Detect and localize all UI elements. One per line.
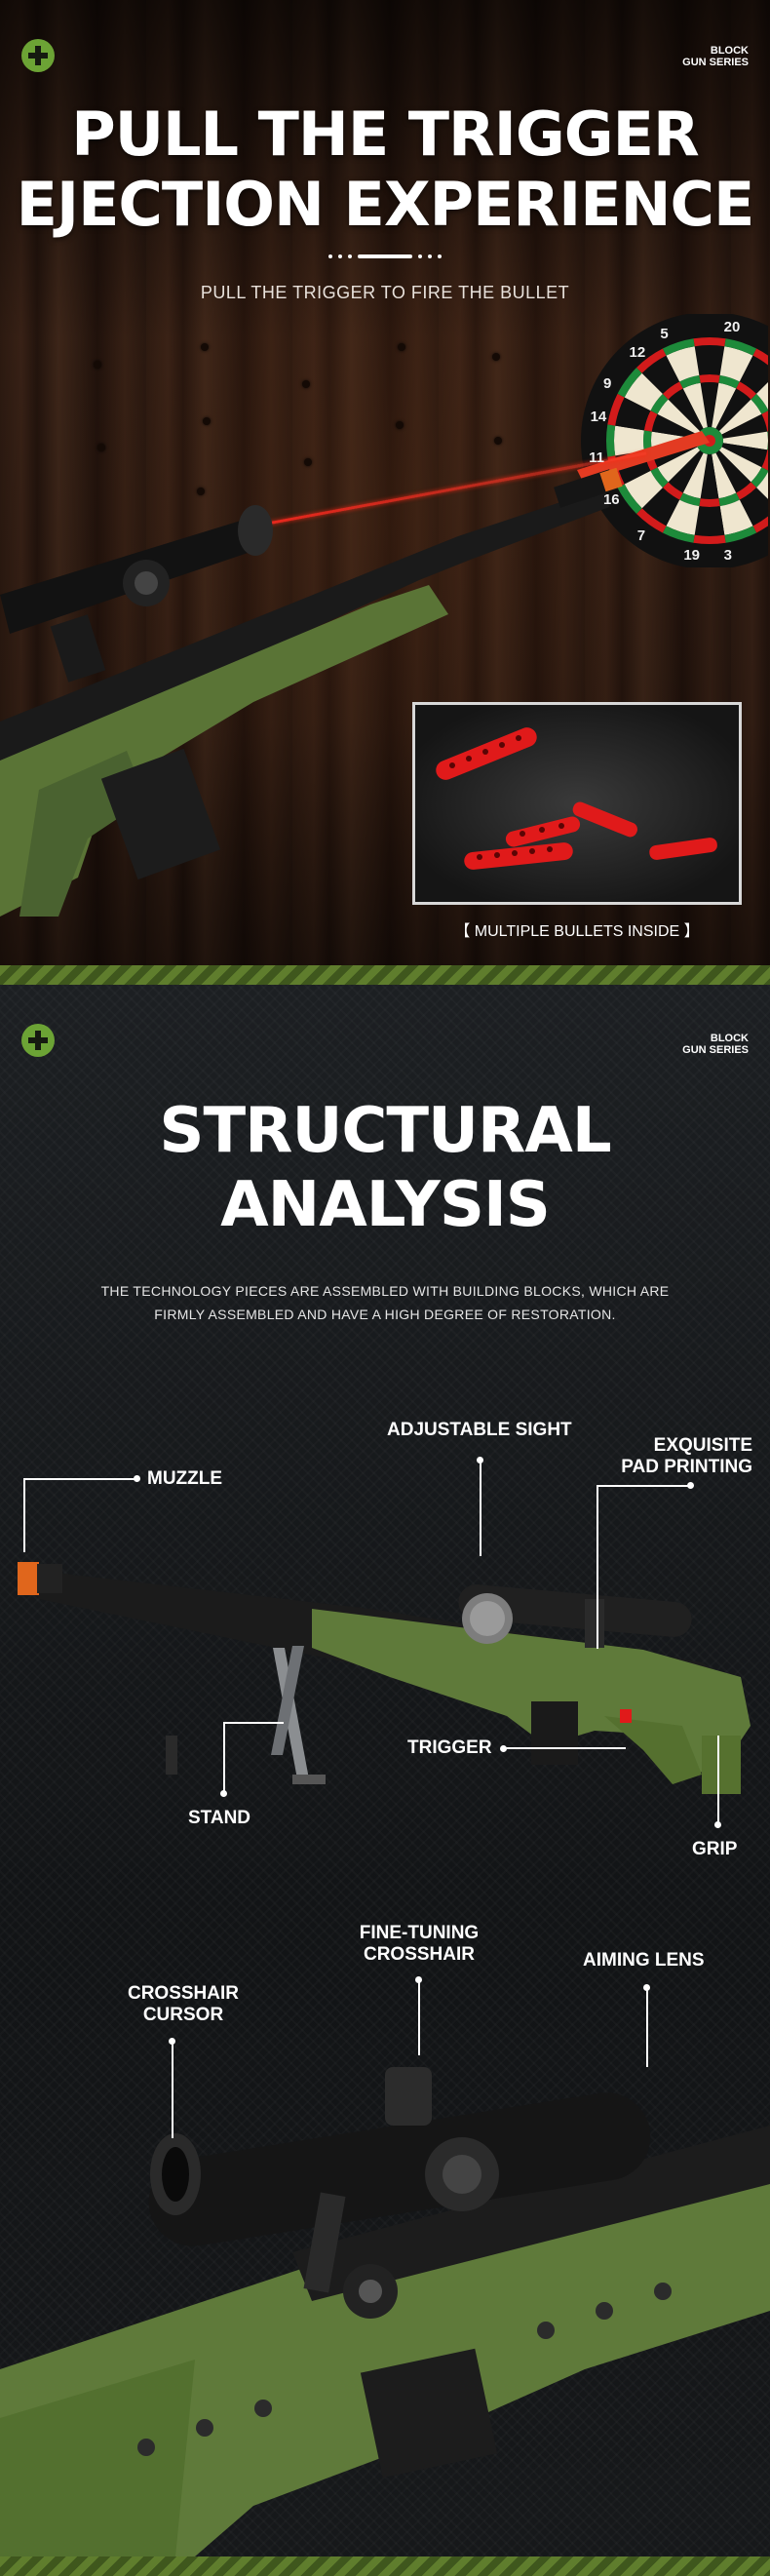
callout-line: PAD PRINTING <box>621 1457 752 1477</box>
badge-line: GUN SERIES <box>682 57 749 68</box>
callout-line: CURSOR <box>142 2005 224 2025</box>
callout-line: EXQUISITE <box>653 1435 752 1456</box>
inset-caption: 【 MULTIPLE BULLETS INSIDE 】 <box>454 923 700 940</box>
badge-line: BLOCK <box>710 45 749 57</box>
divider-stripe <box>0 965 770 985</box>
series-badge: BLOCK GUN SERIES <box>661 1033 749 1056</box>
leader-dot <box>220 1790 227 1797</box>
leader-line <box>418 1979 420 2055</box>
hero-title-line: PULL THE TRIGGER <box>71 98 699 170</box>
plus-icon <box>21 1024 55 1057</box>
leader-line <box>597 1485 598 1649</box>
callout-crosshair-cursor: CROSSHAIR CURSOR <box>115 1983 251 2026</box>
plus-icon <box>21 39 55 72</box>
leader-line <box>646 1987 648 2067</box>
callout-line: FINE-TUNING <box>359 1923 480 1943</box>
callout-stand: STAND <box>188 1808 251 1828</box>
callout-grip: GRIP <box>692 1839 738 1859</box>
leader-line <box>23 1478 25 1552</box>
rifle-image <box>0 468 623 917</box>
leader-line <box>172 2041 173 2138</box>
title-divider <box>0 253 770 260</box>
leader-dot <box>134 1475 140 1482</box>
dartboard-number: 3 <box>723 547 732 565</box>
hero-title: PULL THE TRIGGER EJECTION EXPERIENCE <box>0 99 770 240</box>
dartboard-number: 9 <box>602 374 612 392</box>
section-description: THE TECHNOLOGY PIECES ARE ASSEMBLED WITH… <box>88 1279 682 1326</box>
callout-muzzle: MUZZLE <box>147 1468 223 1489</box>
section-title-line: STRUCTURAL <box>159 1095 611 1167</box>
callout-line: CROSSHAIR <box>363 1944 475 1965</box>
dartboard-number: 12 <box>629 343 646 361</box>
leader-dot <box>714 1821 721 1828</box>
structure-section: BLOCK GUN SERIES STRUCTURAL ANALYSIS THE… <box>0 985 770 2556</box>
section-title-line: ANALYSIS <box>220 1169 551 1241</box>
description-line: FIRMLY ASSEMBLED AND HAVE A HIGH DEGREE … <box>154 1307 616 1322</box>
wood-background <box>0 0 770 965</box>
callout-aiming-lens: AIMING LENS <box>583 1950 705 1971</box>
badge-line: GUN SERIES <box>682 1044 749 1056</box>
dartboard-number: 11 <box>589 449 605 466</box>
callout-trigger: TRIGGER <box>407 1737 492 1758</box>
callout-adjustable-sight: ADJUSTABLE SIGHT <box>387 1420 572 1440</box>
hero-subtitle: PULL THE TRIGGER TO FIRE THE BULLET <box>200 283 570 302</box>
divider-stripe <box>0 2556 770 2576</box>
badge-line: BLOCK <box>710 1033 749 1044</box>
leader-line <box>503 1747 626 1749</box>
leader-line <box>717 1736 719 1823</box>
leader-line <box>223 1722 284 1724</box>
leader-line <box>480 1459 481 1556</box>
section-title: STRUCTURAL ANALYSIS <box>0 1094 770 1242</box>
callout-fine-tuning-crosshair: FINE-TUNING CROSSHAIR <box>331 1923 507 1966</box>
leader-line <box>223 1722 225 1792</box>
description-line: THE TECHNOLOGY PIECES ARE ASSEMBLED WITH… <box>100 1283 670 1299</box>
dartboard-image <box>577 314 768 567</box>
dartboard-number: 20 <box>723 318 741 335</box>
hero-title-line: EJECTION EXPERIENCE <box>16 169 755 240</box>
dartboard-number: 14 <box>590 409 607 426</box>
callout-pad-printing: EXQUISITE PAD PRINTING <box>604 1435 752 1478</box>
series-badge: BLOCK GUN SERIES <box>661 45 749 68</box>
dartboard-number: 16 <box>602 490 620 508</box>
trigger-section: BLOCK GUN SERIES PULL THE TRIGGER EJECTI… <box>0 0 770 965</box>
scope-closeup-image <box>0 2067 770 2556</box>
leader-dot <box>687 1482 694 1489</box>
leader-line <box>597 1485 690 1487</box>
dartboard-number: 7 <box>636 527 646 545</box>
callout-line: CROSSHAIR <box>127 1983 239 2004</box>
rifle-full-image <box>18 1562 751 1794</box>
dartboard-number: 5 <box>660 325 669 342</box>
bullets-image <box>436 727 717 870</box>
dartboard-number: 19 <box>683 547 701 565</box>
leader-line <box>23 1478 136 1480</box>
bullets-inset <box>412 702 742 905</box>
